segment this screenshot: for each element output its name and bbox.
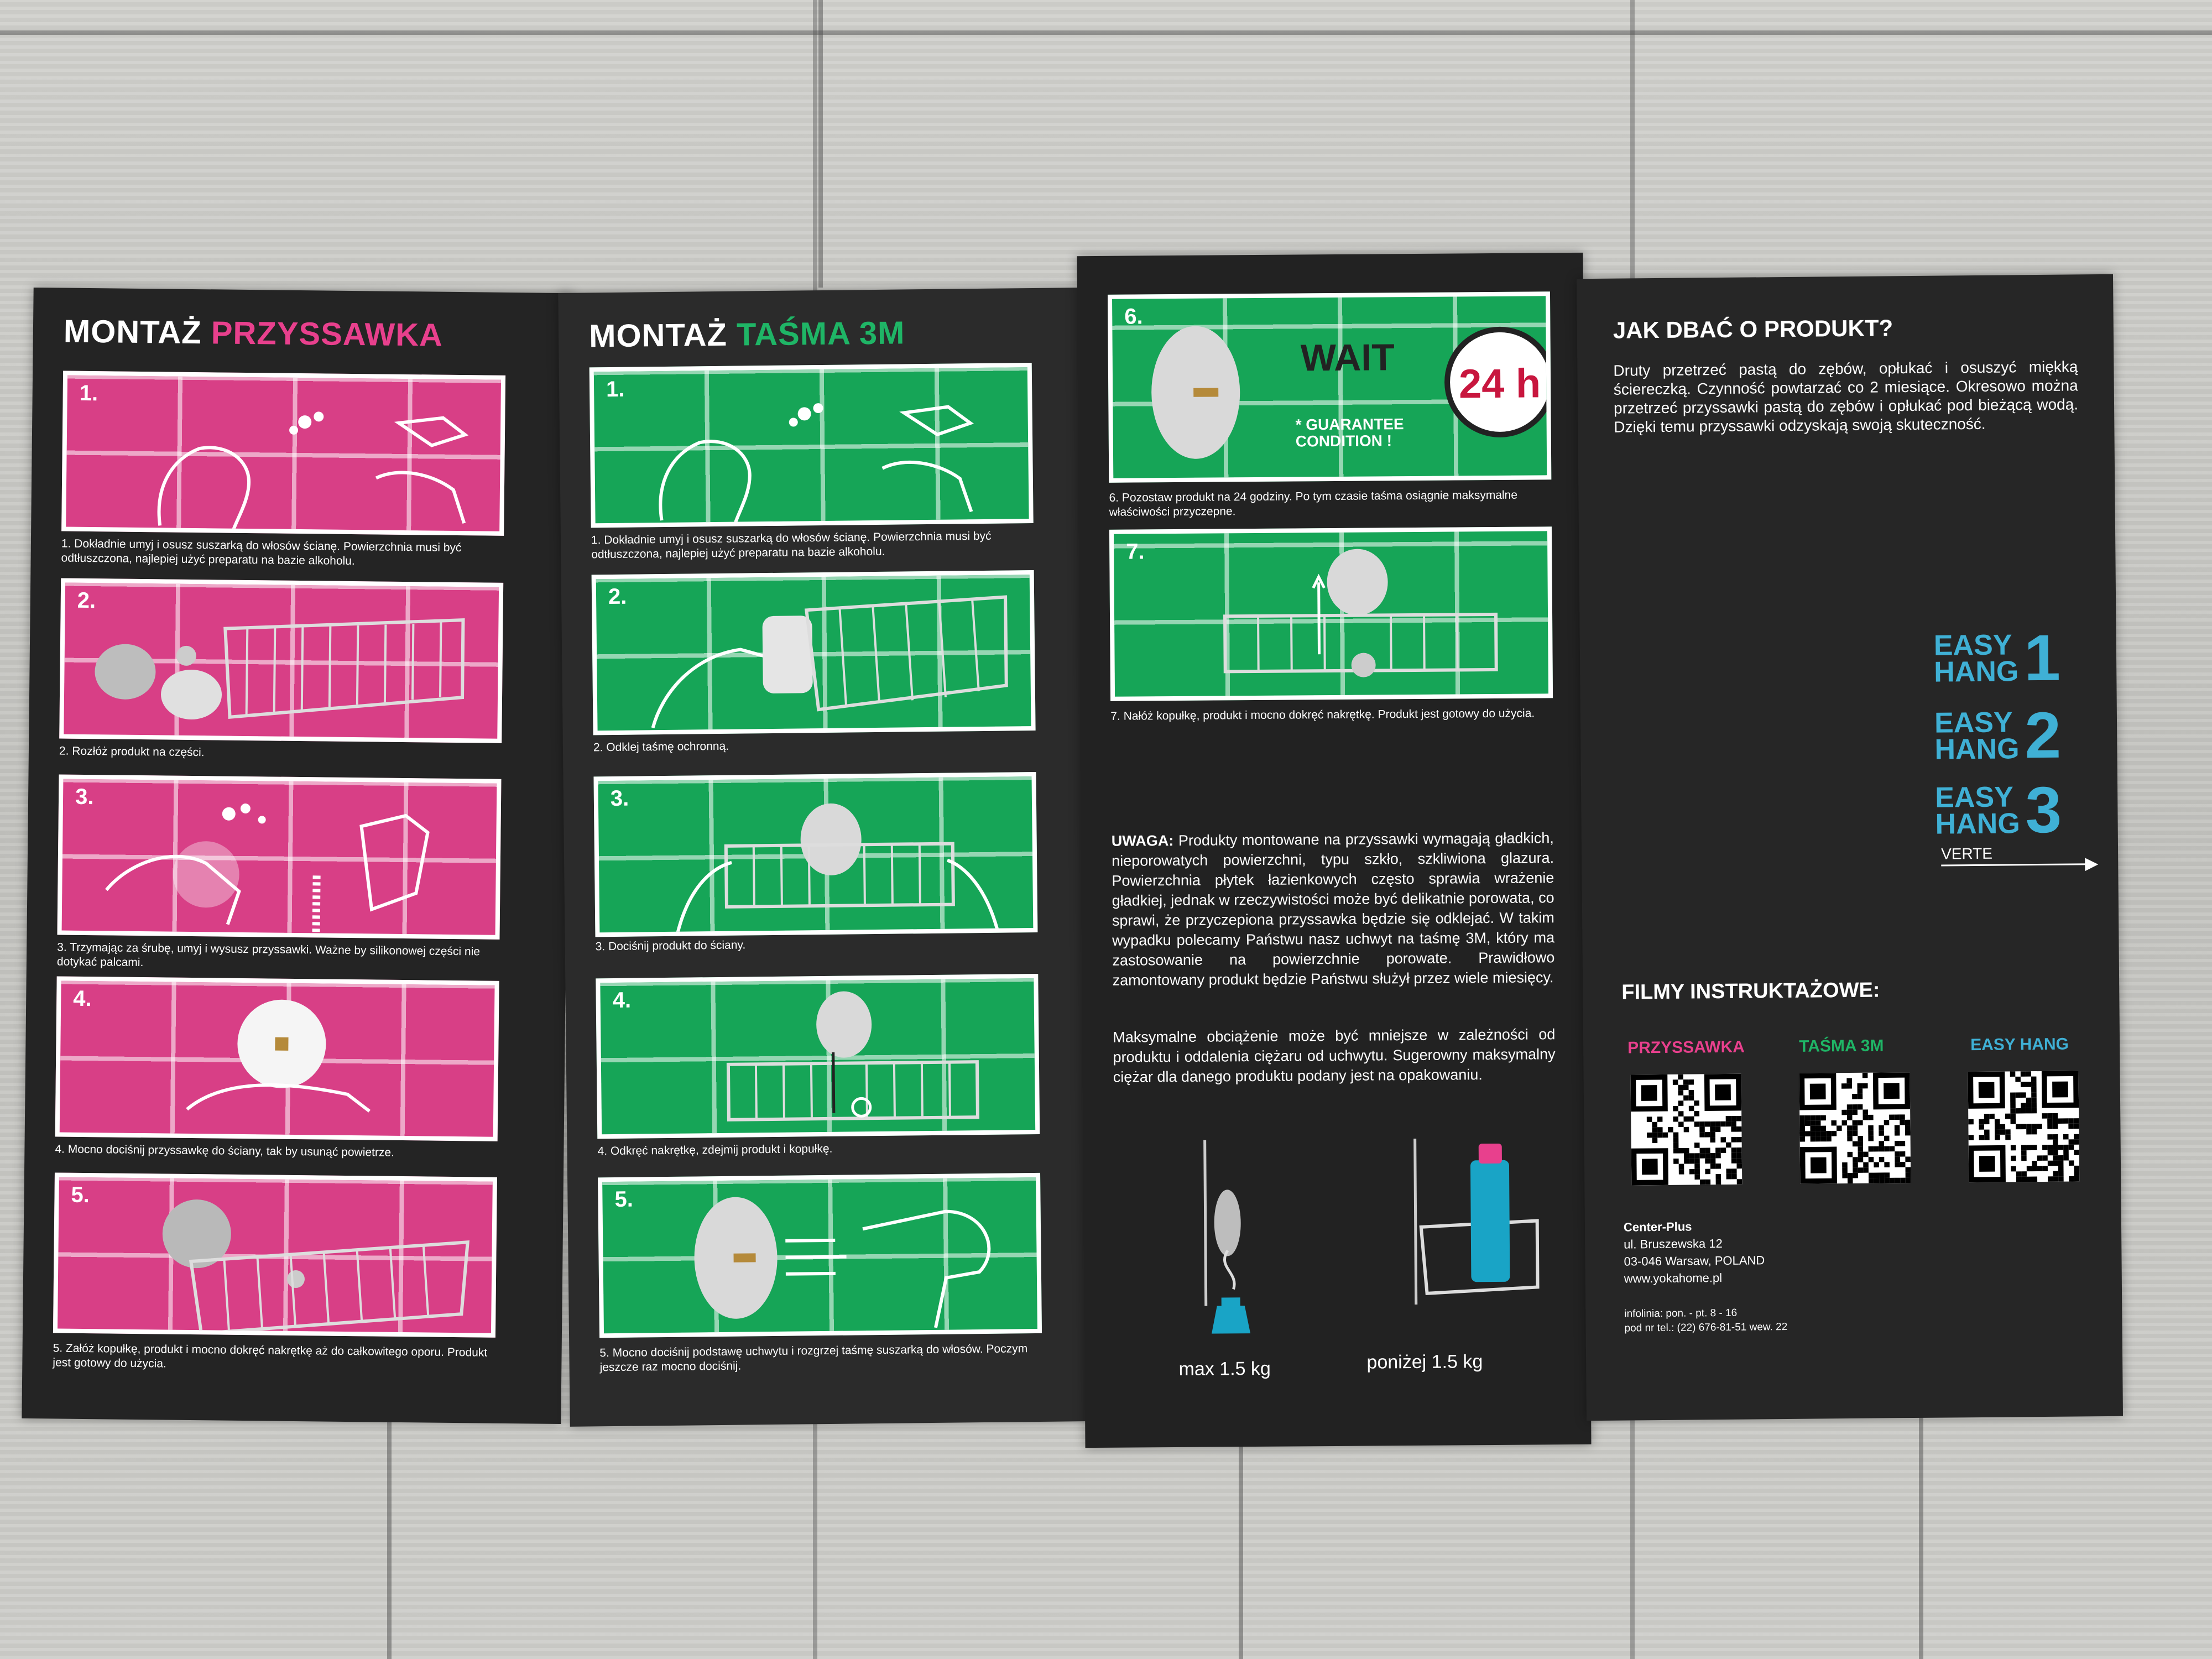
24h-clock-icon: 24 h <box>1444 326 1552 438</box>
website-link[interactable]: www.yokahome.pl <box>1624 1271 1723 1286</box>
step-caption: 3. Dociśnij produkt do ściany. <box>595 938 746 953</box>
qr-code-easy-hang[interactable] <box>1968 1071 2080 1183</box>
floor-seam <box>818 0 823 288</box>
guarantee-label: * GUARANTEE CONDITION ! <box>1295 415 1404 450</box>
care-text: Druty przetrzeć pastą do zębów, opłukać … <box>1613 358 2079 436</box>
hair-dryer-illustration <box>694 1197 991 1328</box>
easy-hang-number: 3 <box>2025 773 2062 847</box>
hang-word: HANG <box>1934 733 2020 766</box>
floor-seam <box>1239 1438 1243 1659</box>
step-illustration-4: 4. <box>55 976 499 1141</box>
note-text: Produkty montowane na przyssawki wymagaj… <box>1112 830 1555 989</box>
weight-illustrations <box>1203 1138 1540 1334</box>
hotline-phone: pod nr tel.: (22) 676-81-51 wew. 22 <box>1624 1321 1788 1334</box>
step-illustration-6: 6. WAIT * GUARANTEE CONDITION ! 24 h <box>1107 291 1552 483</box>
mounted-basket-illustration <box>162 1199 469 1335</box>
guarantee-line-1: * GUARANTEE <box>1295 415 1404 434</box>
hotline-hours: infolinia: pon. - pt. 8 - 16 <box>1624 1307 1738 1320</box>
clock-label: 24 h <box>1458 360 1541 407</box>
wait-suction-base-illustration <box>1151 326 1240 459</box>
leaflet-panel-tasma-3m: MONTAŻ TAŚMA 3M 1. 1. Dokładnie umyj i o… <box>558 288 1090 1427</box>
max-weight-label: max 1.5 kg <box>1178 1358 1271 1380</box>
step-illustration-1: 1. <box>589 363 1034 528</box>
step-illustration-7: 7. <box>1109 526 1553 701</box>
step-caption: 7. Nałóż kopułkę, produkt i mocno dokręć… <box>1110 707 1535 723</box>
easy-hang-number: 1 <box>2023 621 2061 695</box>
floor-seam <box>0 30 2212 35</box>
title-accent: TAŚMA 3M <box>736 315 905 353</box>
care-title: JAK DBAĆ O PRODUKT? <box>1613 315 1893 343</box>
step-illustration-5: 5. <box>53 1172 497 1338</box>
title-prefix: MONTAŻ <box>63 313 202 351</box>
arrow-right-icon <box>1941 863 2096 867</box>
basket-parts-illustration <box>95 618 465 719</box>
panel-title: MONTAŻ PRZYSSAWKA <box>64 313 444 354</box>
step-illustration-4: 4. <box>596 973 1040 1139</box>
hotline-info: infolinia: pon. - pt. 8 - 16 pod nr tel.… <box>1624 1306 1787 1336</box>
step-caption: 2. Odklej taśmę ochronną. <box>593 739 729 754</box>
step-illustration-3: 3. <box>593 771 1038 937</box>
step-caption: 1. Dokładnie umyj i osusz suszarką do wł… <box>591 529 992 561</box>
pressing-basket-illustration <box>675 803 1000 936</box>
panel-title: MONTAŻ TAŚMA 3M <box>589 314 905 354</box>
qr-label-tasma: TAŚMA 3M <box>1798 1036 1884 1056</box>
removing-basket-illustration <box>726 991 979 1121</box>
address-line-1: ul. Bruszewska 12 <box>1624 1237 1723 1251</box>
leaflet-panel-przyssawka: MONTAŻ PRZYSSAWKA 1. 1. Dokładnie umyj i… <box>22 287 573 1425</box>
address-line-2: 03-046 Warsaw, POLAND <box>1624 1253 1765 1269</box>
step-caption: 1. Dokładnie umyj i osusz suszarką do wł… <box>61 537 462 568</box>
company-address: Center-Plus ul. Bruszewska 12 03-046 War… <box>1624 1217 1765 1287</box>
step-illustration-1: 1. <box>61 371 506 536</box>
hands-cleaning-illustration <box>157 411 469 536</box>
company-name: Center-Plus <box>1623 1219 1692 1234</box>
wait-label-box: WAIT * GUARANTEE CONDITION ! <box>1278 319 1434 453</box>
wait-label: WAIT <box>1300 336 1395 379</box>
step-caption: 5. Mocno dociśnij podstawę uchwytu i roz… <box>599 1342 1028 1374</box>
title-prefix: MONTAŻ <box>588 316 728 354</box>
step-caption: 2. Rozłóż produkt na części. <box>59 744 205 759</box>
leaflet-panel-wait-notes: 6. WAIT * GUARANTEE CONDITION ! 24 h 6. … <box>1077 252 1592 1448</box>
qr-code-przyssawka[interactable] <box>1630 1073 1743 1186</box>
floor-seam <box>387 1421 392 1659</box>
load-note: Maksymalne obciążenie może być mniejsze … <box>1113 1026 1556 1086</box>
title-accent: PRZYSSAWKA <box>211 315 444 353</box>
step-illustration-5: 5. <box>598 1172 1042 1338</box>
step-illustration-3: 3. <box>57 774 502 940</box>
step-caption: 4. Odkręć nakrętkę, zdejmij produkt i ko… <box>597 1142 833 1158</box>
guarantee-line-2: CONDITION ! <box>1295 432 1392 450</box>
hang-word: HANG <box>1933 655 2019 688</box>
step-caption: 6. Pozostaw produkt na 24 godziny. Po ty… <box>1109 488 1518 519</box>
qr-code-tasma[interactable] <box>1799 1072 1911 1184</box>
leaflet-panel-care: JAK DBAĆ O PRODUKT? Druty przetrzeć past… <box>1577 274 2123 1421</box>
pressing-suction-cup-illustration <box>186 999 371 1113</box>
floor-seam <box>1919 1383 1923 1659</box>
qr-label-przyssawka: PRZYSSAWKA <box>1627 1037 1745 1057</box>
qr-label-easy-hang: EASY HANG <box>1970 1035 2069 1055</box>
final-basket-illustration <box>1223 549 1498 677</box>
below-weight-label: poniżej 1.5 kg <box>1366 1351 1483 1373</box>
easy-hang-number: 2 <box>2024 698 2062 773</box>
step-illustration-2: 2. <box>591 570 1036 735</box>
step-caption: 3. Trzymając za śrubę, umyj i wysusz prz… <box>56 941 481 969</box>
step-caption: 5. Załóż kopułkę, produkt i mocno dokręć… <box>53 1342 488 1370</box>
films-title: FILMY INSTRUKTAŻOWE: <box>1621 978 1880 1004</box>
note-label: UWAGA: <box>1111 832 1174 849</box>
step-caption: 4. Mocno dociśnij przyssawkę do ściany, … <box>55 1142 395 1159</box>
hang-word: HANG <box>1935 807 2020 841</box>
washing-suction-cup-illustration <box>105 804 430 937</box>
verte-label: VERTE <box>1940 844 1993 863</box>
step-illustration-2: 2. <box>59 578 504 743</box>
note-uwaga: UWAGA: Produkty montowane na przyssawki … <box>1112 828 1555 990</box>
peeling-tape-illustration <box>651 595 1008 729</box>
hands-cleaning-illustration <box>659 403 974 528</box>
